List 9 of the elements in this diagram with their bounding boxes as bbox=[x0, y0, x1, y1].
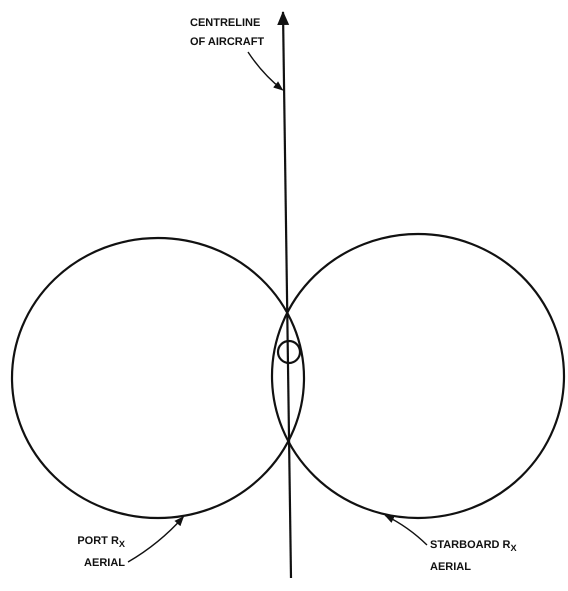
centreline-label: CENTRELINE OF AIRCRAFT bbox=[190, 14, 270, 52]
port-aerial-label: PORT R$_{X}$ AERIAL bbox=[45, 532, 125, 574]
leader-line bbox=[384, 514, 428, 546]
starboard-lobe-circle bbox=[270, 232, 566, 520]
centreline-arrow bbox=[277, 11, 292, 578]
starboard-aerial-label: STARBOARD R$_{X}$ AERIAL bbox=[430, 536, 520, 578]
leader-line bbox=[128, 516, 184, 563]
port-lobe-circle bbox=[10, 236, 306, 520]
leader-line bbox=[247, 52, 284, 91]
